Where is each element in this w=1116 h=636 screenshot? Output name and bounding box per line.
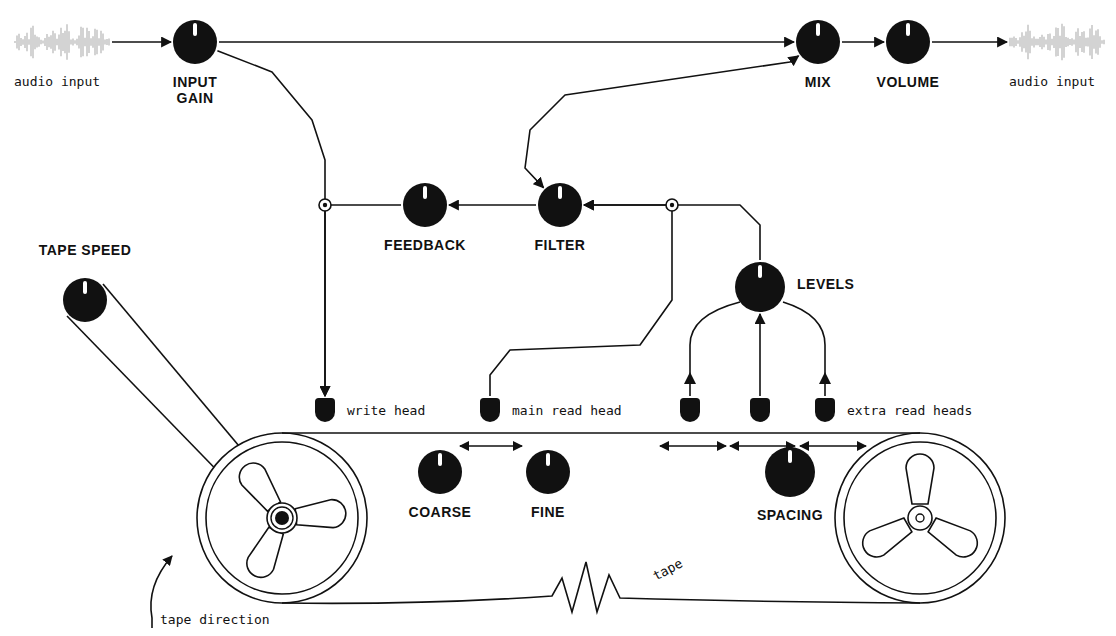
knob-label: FEEDBACK <box>360 237 490 253</box>
knob-pointer <box>558 186 562 199</box>
hub <box>916 514 924 522</box>
knob-node: COARSE <box>375 450 505 520</box>
knob-pointer <box>788 450 792 463</box>
range-arrow <box>460 445 522 447</box>
knob <box>886 20 930 64</box>
knob-node: LEVELS <box>735 262 854 312</box>
signal-arrow <box>112 41 171 43</box>
signal-arrow <box>219 41 794 43</box>
knob-pointer <box>438 453 442 466</box>
io-label: audio input <box>1009 74 1116 89</box>
knob-node: FINE <box>483 450 613 520</box>
branch-line <box>690 302 740 396</box>
knob-label: SPACING <box>725 507 855 523</box>
knob-pointer <box>906 23 910 36</box>
hub <box>271 507 293 529</box>
knob-node: MIX <box>753 20 883 90</box>
hub <box>275 511 289 525</box>
hub <box>908 506 932 530</box>
range-arrow <box>660 445 726 447</box>
knob-label: FILTER <box>495 237 625 253</box>
knob-label: INPUT GAIN <box>160 74 230 106</box>
branch-line <box>783 302 825 396</box>
knob-node: FILTER <box>495 183 625 253</box>
sum-junction <box>670 203 674 207</box>
knob-label: MIX <box>753 74 883 90</box>
head-label: main read head <box>512 403 622 418</box>
knob-node: VOLUME <box>843 20 973 90</box>
head-node: write head <box>315 398 425 422</box>
sum-junction <box>666 199 678 211</box>
sum-junction <box>323 203 327 207</box>
tape-head <box>680 398 700 422</box>
hub <box>267 503 297 533</box>
knob-pointer <box>193 23 197 36</box>
signal-arrow <box>932 41 1007 43</box>
knob-node: FEEDBACK <box>360 183 490 253</box>
knob-label: TAPE SPEED <box>20 242 150 258</box>
knob-pointer <box>83 281 87 294</box>
tape-head <box>750 398 770 422</box>
knob-label: FINE <box>483 504 613 520</box>
signal-arrow <box>217 51 325 396</box>
signal-arrow <box>490 205 672 396</box>
signal-arrow <box>525 56 799 188</box>
knob <box>735 262 785 312</box>
tape-slack <box>282 562 920 612</box>
signal-arrow <box>842 41 884 43</box>
knob-pointer <box>816 23 820 36</box>
note-label: tape <box>650 556 685 584</box>
knob <box>526 450 570 494</box>
knob-pointer <box>546 453 550 466</box>
right-spokes <box>858 454 983 562</box>
note-label: tape direction <box>160 612 270 627</box>
sum-junction <box>319 199 331 211</box>
knob-label: LEVELS <box>797 276 854 292</box>
audio-node: audio input <box>14 18 124 89</box>
knob <box>765 447 815 497</box>
knob-pointer <box>758 265 762 278</box>
head-group: extra read heads <box>680 398 972 422</box>
waveform-icon <box>1009 18 1105 66</box>
right-reel-rim <box>844 442 996 594</box>
waveform-icon <box>14 18 110 66</box>
signal-arrow <box>449 204 536 206</box>
io-label: audio input <box>14 74 124 89</box>
arrowhead <box>819 372 831 384</box>
knob-node: SPACING <box>725 447 855 523</box>
head-label: extra read heads <box>847 403 972 418</box>
signal-arrow <box>759 314 761 396</box>
knob <box>173 20 217 64</box>
range-arrow <box>800 445 866 447</box>
knob <box>418 450 462 494</box>
tape-head <box>315 398 335 422</box>
knob-pointer <box>423 186 427 199</box>
audio-node: audio input <box>1009 18 1116 89</box>
head-node: main read head <box>480 398 622 422</box>
right-reel <box>835 433 1005 603</box>
signal-arrow <box>584 205 760 260</box>
left-reel <box>197 433 367 603</box>
tape-head <box>480 398 500 422</box>
knob <box>63 278 107 322</box>
knob <box>538 183 582 227</box>
tape-head <box>815 398 835 422</box>
knob <box>403 183 447 227</box>
signal-arrow <box>325 205 401 396</box>
knob-node: INPUT GAIN <box>130 20 260 106</box>
left-spokes <box>194 430 358 590</box>
tape-top <box>282 432 920 434</box>
knob-label: VOLUME <box>843 74 973 90</box>
head-label: write head <box>347 403 425 418</box>
left-reel-rim <box>206 442 358 594</box>
knob-label: COARSE <box>375 504 505 520</box>
knob <box>796 20 840 64</box>
arrowhead <box>684 372 696 384</box>
knob-node: TAPE SPEED <box>20 242 150 322</box>
